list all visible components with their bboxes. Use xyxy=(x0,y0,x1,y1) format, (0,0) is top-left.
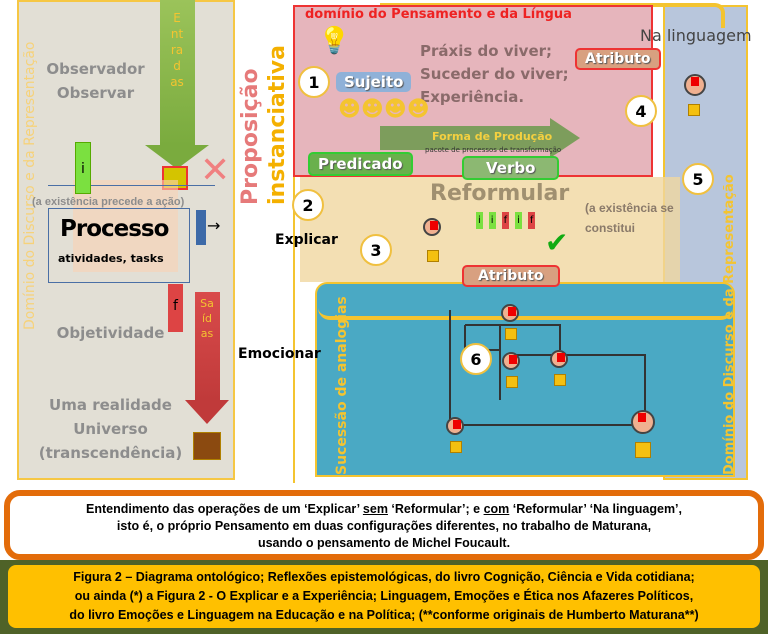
caption-line1: Entendimento das operações de um ‘Explic… xyxy=(10,501,758,518)
emocionar-label: Emocionar xyxy=(238,346,321,362)
cross-question-icon: ✕ xyxy=(200,150,231,191)
lightbulb-icon: 💡 xyxy=(318,26,351,56)
entradas-arrow xyxy=(160,0,195,145)
entradas-label: Entradas xyxy=(170,11,184,89)
figure-caption-line2: ou ainda (*) a Figura 2 - O Explicar e a… xyxy=(74,589,694,603)
step-1-badge: 1 xyxy=(298,66,330,98)
head-icon xyxy=(423,218,441,236)
thought-domain-label: domínio do Pensamento e da Língua xyxy=(305,7,572,22)
existence-constituted: (a existência se constitui xyxy=(585,201,674,235)
saidas-label: Saídas xyxy=(200,297,214,340)
step-2-badge: 2 xyxy=(292,189,324,221)
predicate-callout: Predicado xyxy=(308,152,413,176)
cube-icon xyxy=(554,374,566,386)
input-tag: i xyxy=(75,142,91,194)
head-icon xyxy=(684,74,706,96)
praxis-text: Práxis do viver; Suceder do viver; Experiê… xyxy=(420,40,569,109)
explicar-label: Explicar xyxy=(275,232,338,248)
arrow-right-icon: → xyxy=(207,216,221,235)
step-3-badge: 3 xyxy=(360,234,392,266)
figure-caption-line1: Figura 2 – Diagrama ontológico; Reflexõe… xyxy=(73,570,695,584)
figure-caption: Figura 2 – Diagrama ontológico; Reflexõe… xyxy=(8,565,760,628)
checkmark-icon: ✔ xyxy=(545,226,569,259)
caption-text: Entendimento das operações de um ‘Explic… xyxy=(85,502,363,516)
head-icon xyxy=(502,352,520,370)
caption-line2: isto é, o próprio Pensamento em duas con… xyxy=(116,519,652,533)
proposition-line1: Proposição xyxy=(238,68,263,205)
caption-box: Entendimento das operações de um ‘Explic… xyxy=(4,490,764,560)
transcendence-label: (transcendência) xyxy=(38,444,183,462)
cube-icon xyxy=(635,442,651,458)
subject-callout: Sujeito xyxy=(336,72,412,92)
output-port xyxy=(196,210,206,245)
head-icon xyxy=(550,350,568,368)
middle-divider xyxy=(293,5,295,483)
head-icon xyxy=(501,304,519,322)
attribute-bottom-callout: Atributo xyxy=(462,265,560,287)
output-cube-icon xyxy=(193,432,221,460)
observe-label: Observar xyxy=(56,84,135,102)
entradas-arrowhead xyxy=(145,145,209,169)
reformulate-area xyxy=(300,177,680,282)
right-domain-label: Domínio do Discurso e da Representação xyxy=(722,174,737,475)
process-subtitle: atividades, tasks xyxy=(58,252,164,265)
step-5-badge: 5 xyxy=(682,163,714,195)
tag-group: i i f i f xyxy=(476,212,536,229)
tag-f: f xyxy=(527,212,536,229)
head-icon xyxy=(446,417,464,435)
step-4-badge: 4 xyxy=(625,95,657,127)
caption-sem: sem xyxy=(362,502,388,516)
analogies-bracket xyxy=(318,305,733,320)
figure-caption-line3: do livro Emoções e Linguagem na Educação… xyxy=(69,608,699,622)
attribute-top-callout: Atributo xyxy=(575,48,661,70)
analogies-label: Sucessão de analogias xyxy=(334,296,350,475)
cube-icon xyxy=(506,376,518,388)
tag-f: f xyxy=(501,212,510,229)
reality-label: Uma realidade xyxy=(49,396,172,414)
existence-precedes: (a existência precede a ação) xyxy=(32,196,185,208)
process-title: Processo xyxy=(60,216,169,242)
smiley-icons: ☻☻☻☻ xyxy=(338,97,430,122)
production-form-label: Forma de Produção xyxy=(432,130,553,143)
tag-i: i xyxy=(476,212,483,229)
note-paper xyxy=(73,180,178,272)
cube-icon xyxy=(450,441,462,453)
objectivity-label: Objetividade xyxy=(56,324,165,342)
analogies-box xyxy=(315,282,735,477)
happening-label: Suceder do viver; xyxy=(420,65,569,83)
caption-text: ‘Reformular’ ‘Na linguagem’, xyxy=(509,502,683,516)
process-box-top xyxy=(48,185,215,208)
output-tag: f xyxy=(168,284,183,332)
analogy-connectors xyxy=(449,310,650,426)
verb-callout: Verbo xyxy=(462,156,560,180)
tag-i: i xyxy=(515,212,522,229)
process-box xyxy=(48,208,190,283)
cube-icon xyxy=(688,104,700,116)
universe-label: Universo xyxy=(73,420,148,438)
saidas-arrowhead xyxy=(185,400,229,424)
caption-line3: usando o pensamento de Michel Foucault. xyxy=(257,536,511,550)
praxis-label: Práxis do viver; xyxy=(420,42,553,60)
caption-text: ‘Reformular’; e xyxy=(387,502,484,516)
step-6-badge: 6 xyxy=(460,343,492,375)
production-sub-label: pacote de processos de transformação xyxy=(425,146,562,154)
left-domain-label: Domínio do Discurso e da Representação xyxy=(22,41,38,330)
cube-icon xyxy=(505,328,517,340)
saidas-arrow xyxy=(195,292,220,400)
proposition-line2: instanciativa xyxy=(265,45,290,205)
experience-label: Experiência. xyxy=(420,88,525,106)
cube-icon xyxy=(427,250,439,262)
head-icon xyxy=(631,410,655,434)
in-language-label: Na linguagem xyxy=(640,26,752,45)
tag-i: i xyxy=(488,212,496,229)
caption-com: com xyxy=(483,502,510,516)
reformulate-label: Reformular xyxy=(430,181,570,206)
observer-label: Observador xyxy=(46,60,145,78)
